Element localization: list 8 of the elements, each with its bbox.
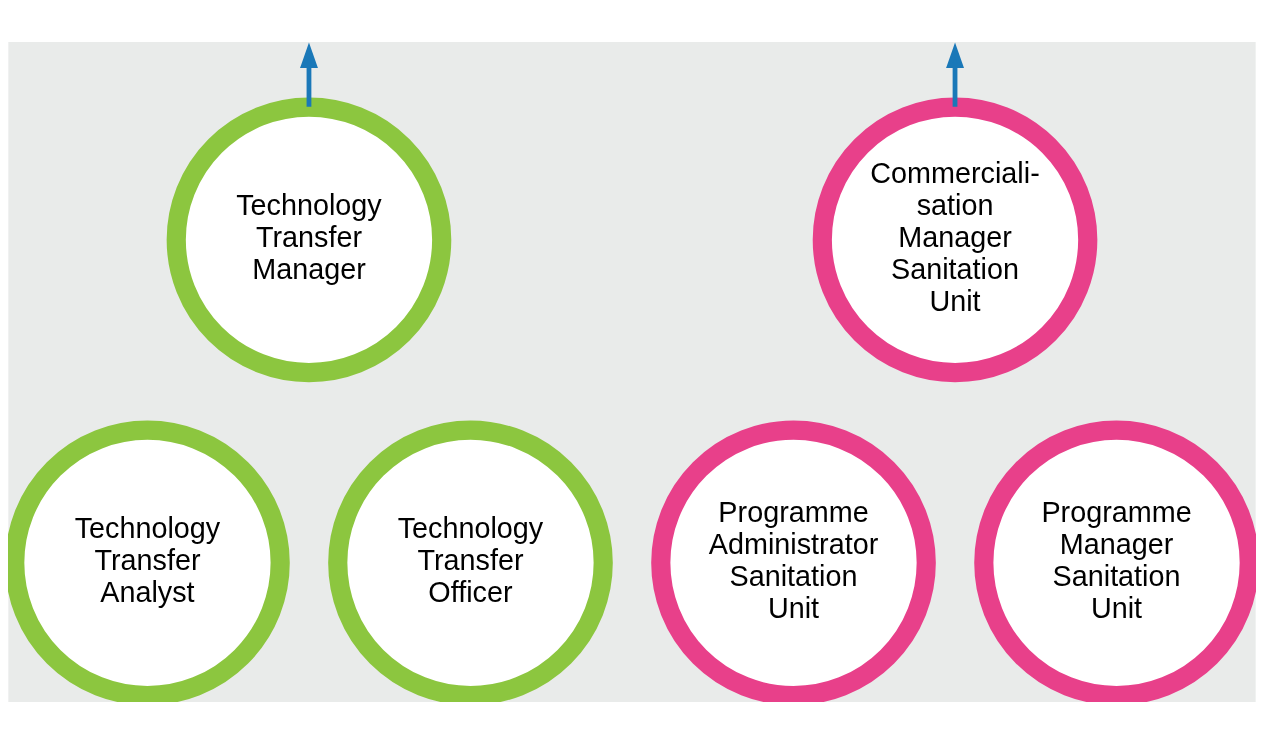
node-circle: Programme Administrator Sanitation Unit (651, 420, 936, 702)
node-circle: Technology Transfer Analyst (8, 420, 290, 702)
node-circle: Programme Manager Sanitation Unit (974, 420, 1256, 702)
arrow (300, 41, 318, 107)
arrow (946, 41, 964, 107)
node-circle: Technology Transfer Officer (328, 420, 613, 702)
node-circle: Commerciali- sation Manager Sanitation Unit (812, 97, 1098, 382)
node-circle: Technology Transfer Manager (166, 97, 452, 382)
